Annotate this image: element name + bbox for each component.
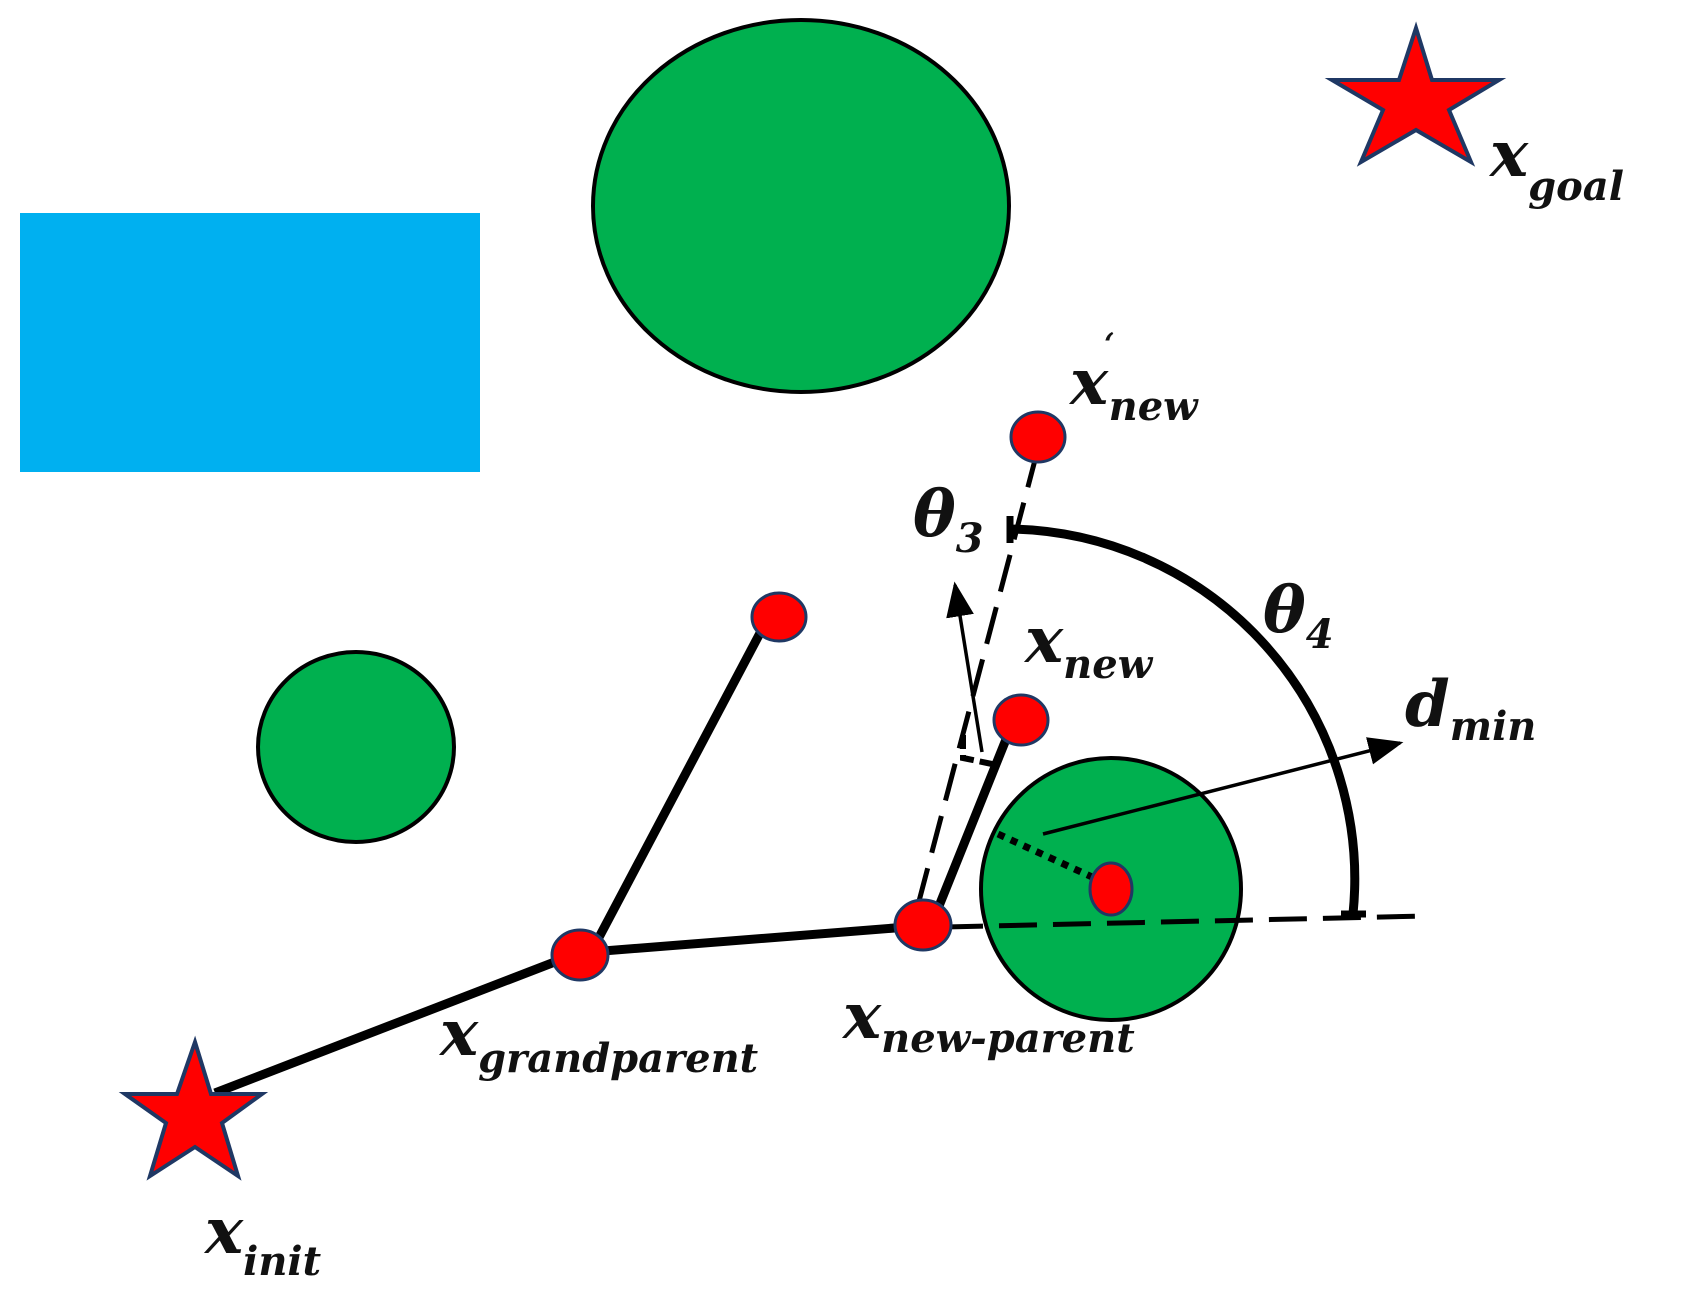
obstacle-rectangle: [20, 213, 480, 472]
label-x-new-parent: xnew-parent: [841, 979, 1135, 1062]
star-init-icon: [118, 1035, 269, 1181]
edge-grandparent-node: [592, 615, 772, 946]
label-d-min: dmin: [1405, 667, 1536, 750]
node-new-parent: [893, 898, 953, 952]
theta3-arrow: [946, 581, 984, 753]
dashed-horizontal-reference: [944, 913, 1426, 930]
label-theta4: θ4: [1263, 573, 1334, 658]
label-x-init: xinit: [203, 1194, 322, 1285]
edge-newparent-xnew: [932, 720, 1018, 913]
node-xnew-prime: [1009, 410, 1067, 464]
obstacle-circle-large: [591, 18, 1011, 394]
node-xnew: [992, 693, 1050, 747]
label-theta3: θ3: [913, 477, 984, 562]
theta4-arc: [1009, 524, 1360, 915]
node-obstacle-center: [1088, 861, 1134, 917]
label-x-new-prime: x‘new: [1068, 327, 1199, 430]
edge-init-grandparent: [213, 948, 580, 1098]
obstacle-circle-small: [256, 650, 456, 844]
label-x-goal: xgoal: [1488, 117, 1624, 210]
dotted-obstacle-distance: [996, 830, 1105, 886]
dashed-line-to-xnew-prime: [915, 459, 1038, 906]
label-x-new: xnew: [1023, 603, 1154, 688]
label-x-grandparent: xgrandparent: [438, 996, 759, 1082]
edge-grandparent-newparent: [577, 921, 921, 958]
node-tree-leaf: [750, 591, 808, 643]
theta3-bracket: [960, 735, 993, 767]
dmin-arrow: [1042, 737, 1404, 836]
star-goal-icon: [1324, 21, 1507, 167]
node-grandparent: [550, 928, 610, 982]
